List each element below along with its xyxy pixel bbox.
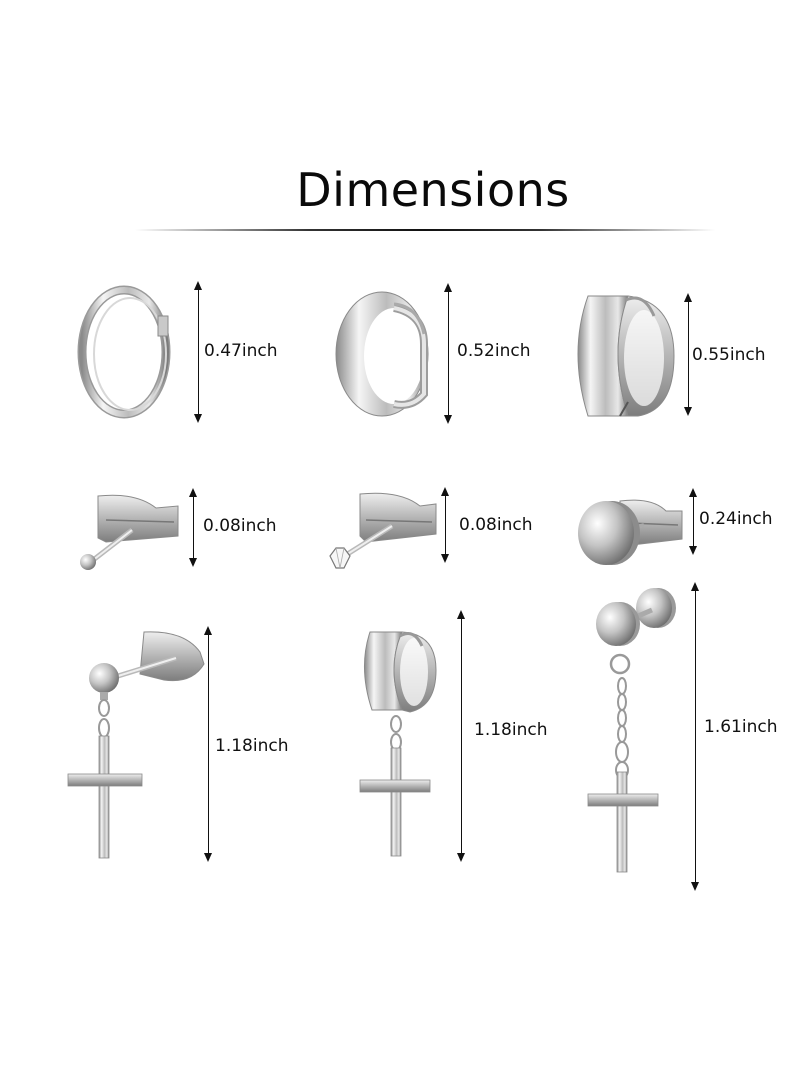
ball-stud-cross-dangle-earring [64, 628, 214, 863]
thin-hoop-earring [72, 282, 182, 422]
huggie-earring-icon [577, 295, 675, 417]
dimension-arrow [456, 610, 468, 862]
wide-flat-huggie-hoop-earring [568, 292, 683, 422]
dimension-label: 0.08inch [203, 516, 277, 536]
page-title: Dimensions [296, 163, 570, 217]
dimension-arrow [443, 283, 455, 424]
crystal-stud-earring [322, 490, 442, 576]
rounded-huggie-hoop-earring [332, 284, 442, 424]
hoop-earring-icon [77, 285, 171, 419]
dimension-arrow [688, 488, 700, 555]
disc-stud-icon [578, 499, 683, 565]
dimension-label: 1.18inch [474, 720, 548, 740]
dimension-label: 0.08inch [459, 515, 533, 535]
dimension-label: 0.24inch [699, 509, 773, 529]
dimension-label: 0.52inch [457, 341, 531, 361]
dimension-arrow [193, 281, 205, 423]
cross-dangle-icon [359, 631, 437, 857]
dimension-label: 1.18inch [215, 736, 289, 756]
dimension-label: 0.55inch [692, 345, 766, 365]
dimension-arrow [683, 293, 695, 416]
dimension-arrow [188, 488, 200, 567]
dimension-arrow [440, 487, 452, 563]
cross-dangle-icon [67, 631, 205, 859]
title-divider [135, 229, 715, 231]
huggie-earring-icon [335, 291, 429, 417]
crystal-stud-icon [329, 492, 437, 569]
ball-stud-earring [76, 492, 186, 572]
dimension-label: 1.61inch [704, 717, 778, 737]
cross-dangle-icon [587, 588, 676, 873]
disc-chain-cross-dangle-earring [586, 588, 686, 878]
dimension-label: 0.47inch [204, 341, 278, 361]
dimension-arrow [690, 582, 702, 891]
huggie-cross-dangle-earring [356, 628, 456, 860]
dimension-arrow [203, 626, 215, 862]
round-disc-stud-earring [572, 495, 687, 571]
ball-stud-icon [80, 494, 179, 570]
